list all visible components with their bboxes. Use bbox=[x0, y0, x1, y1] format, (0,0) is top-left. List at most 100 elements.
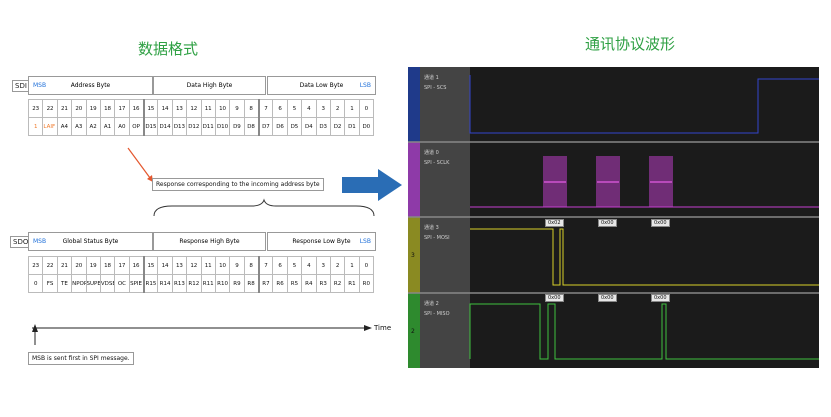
sdi-bit-23: 0 bbox=[358, 99, 375, 118]
time-axis bbox=[32, 324, 372, 345]
sdi-field-2: A4 bbox=[56, 117, 73, 136]
sdi-field-15: D8 bbox=[243, 117, 260, 136]
side-number-2: 2 bbox=[411, 328, 415, 335]
sdo-field-8: R15 bbox=[142, 274, 159, 293]
sdo-bit-19: 4 bbox=[301, 256, 317, 275]
sdi-field-14: D9 bbox=[229, 117, 245, 136]
sdi-bit-9: 14 bbox=[157, 99, 173, 118]
sdi-bit-20: 3 bbox=[315, 99, 331, 118]
sdi-field-22: D1 bbox=[344, 117, 360, 136]
response-brace bbox=[153, 198, 375, 217]
sdi-field-19: D4 bbox=[301, 117, 317, 136]
sdi-bit-5: 18 bbox=[99, 99, 116, 118]
sdo-bit-22: 1 bbox=[344, 256, 360, 275]
miso-tag-2: 0x00 bbox=[598, 294, 617, 302]
sdi-bit-0: 23 bbox=[27, 99, 44, 118]
sdi-field-10: D13 bbox=[171, 117, 188, 136]
sdo-field-3: NPOR bbox=[71, 274, 87, 293]
response-arrow bbox=[127, 147, 154, 183]
miso-waveform bbox=[469, 303, 819, 360]
sdi-msb: MSB bbox=[33, 82, 47, 89]
sdo-group-status: Global Status Byte bbox=[62, 238, 119, 245]
sdi-bit-17: 6 bbox=[272, 99, 288, 118]
sdi-bit-14: 9 bbox=[229, 99, 245, 118]
sdo-msb: MSB bbox=[33, 238, 47, 245]
sdo-field-17: R6 bbox=[272, 274, 288, 293]
sdi-field-18: D5 bbox=[286, 117, 303, 136]
sdo-field-9: R14 bbox=[157, 274, 173, 293]
sdo-field-2: TE bbox=[56, 274, 73, 293]
sdi-bit-2: 21 bbox=[56, 99, 73, 118]
mosi-tag-3: 0x00 bbox=[651, 219, 670, 227]
sdo-field-5: VDSE bbox=[99, 274, 116, 293]
sdi-bit-12: 11 bbox=[200, 99, 216, 118]
sdi-field-8: D15 bbox=[142, 117, 159, 136]
sdi-field-0: 1 bbox=[27, 117, 44, 136]
sdi-bit-11: 12 bbox=[186, 99, 202, 118]
miso-tag-3: 0x00 bbox=[651, 294, 670, 302]
sdo-bit-15: 8 bbox=[243, 256, 260, 275]
sdi-bit-16: 7 bbox=[257, 99, 274, 118]
sdo-bit-13: 10 bbox=[214, 256, 231, 275]
sdi-field-3: A3 bbox=[71, 117, 87, 136]
sdi-bit-1: 22 bbox=[42, 99, 58, 118]
ch2-sub: SPI - MISO bbox=[424, 311, 450, 317]
sdi-bit-22: 1 bbox=[344, 99, 360, 118]
sdo-field-13: R10 bbox=[214, 274, 231, 293]
ch1-name: 通道 1 bbox=[424, 75, 439, 81]
sdo-bit-11: 12 bbox=[186, 256, 202, 275]
sdi-bit-10: 13 bbox=[171, 99, 188, 118]
sdi-field-5: A1 bbox=[99, 117, 116, 136]
sdi-lsb: LSB bbox=[359, 82, 371, 89]
sdi-field-1: LAIF = 1 bbox=[42, 117, 58, 136]
sdo-field-6: OC bbox=[114, 274, 130, 293]
sdo-field-10: R13 bbox=[171, 274, 188, 293]
sdi-bit-18: 5 bbox=[286, 99, 303, 118]
sdo-bit-9: 14 bbox=[157, 256, 173, 275]
sdo-bit-1: 22 bbox=[42, 256, 58, 275]
miso-tag-1: 0x00 bbox=[545, 294, 564, 302]
sdi-field-7: OP bbox=[128, 117, 145, 136]
footnote: MSB is sent first in SPI message. bbox=[28, 352, 134, 365]
sdi-bit-7: 16 bbox=[128, 99, 145, 118]
sdo-field-4: SUPE bbox=[85, 274, 101, 293]
sdo-field-0: 0 bbox=[27, 274, 44, 293]
sdo-bit-3: 20 bbox=[71, 256, 87, 275]
sdo-field-14: R9 bbox=[229, 274, 245, 293]
response-note: Response corresponding to the incoming a… bbox=[152, 178, 324, 191]
sdo-bit-2: 21 bbox=[56, 256, 73, 275]
sdi-field-11: D12 bbox=[186, 117, 202, 136]
sdi-bit-19: 4 bbox=[301, 99, 317, 118]
sdo-bit-14: 9 bbox=[229, 256, 245, 275]
mosi-waveform bbox=[470, 228, 819, 286]
sdo-bit-7: 16 bbox=[128, 256, 145, 275]
sdi-field-16: D7 bbox=[257, 117, 274, 136]
sdi-high-group: Data High Byte bbox=[153, 76, 266, 95]
sdo-bit-8: 15 bbox=[142, 256, 159, 275]
sdo-field-23: R0 bbox=[358, 274, 375, 293]
sdi-low-group: Data Low Byte LSB bbox=[267, 76, 376, 95]
sdo-bit-0: 23 bbox=[27, 256, 44, 275]
sdo-bit-21: 2 bbox=[329, 256, 346, 275]
sdo-bit-10: 13 bbox=[171, 256, 188, 275]
sdi-group-low: Data Low Byte bbox=[299, 82, 344, 89]
sdo-high-group: Response High Byte bbox=[153, 232, 266, 251]
sdi-bit-3: 20 bbox=[71, 99, 87, 118]
sdi-field-21: D2 bbox=[329, 117, 346, 136]
time-label: Time bbox=[374, 324, 392, 332]
sdi-field-13: D10 bbox=[214, 117, 231, 136]
ch2-name: 通道 2 bbox=[424, 301, 439, 307]
sdo-bit-18: 5 bbox=[286, 256, 303, 275]
sdi-bit-8: 15 bbox=[142, 99, 159, 118]
sdo-bit-16: 7 bbox=[257, 256, 274, 275]
sdi-group-high: Data High Byte bbox=[186, 82, 233, 89]
sdo-field-15: R8 bbox=[243, 274, 260, 293]
sdo-field-22: R1 bbox=[344, 274, 360, 293]
sdi-bit-6: 17 bbox=[114, 99, 130, 118]
logic-analyzer-view bbox=[408, 67, 819, 368]
sdo-bit-20: 3 bbox=[315, 256, 331, 275]
sdo-bit-6: 17 bbox=[114, 256, 130, 275]
sdo-low-group: Response Low Byte LSB bbox=[267, 232, 376, 251]
sdo-field-18: R5 bbox=[286, 274, 303, 293]
